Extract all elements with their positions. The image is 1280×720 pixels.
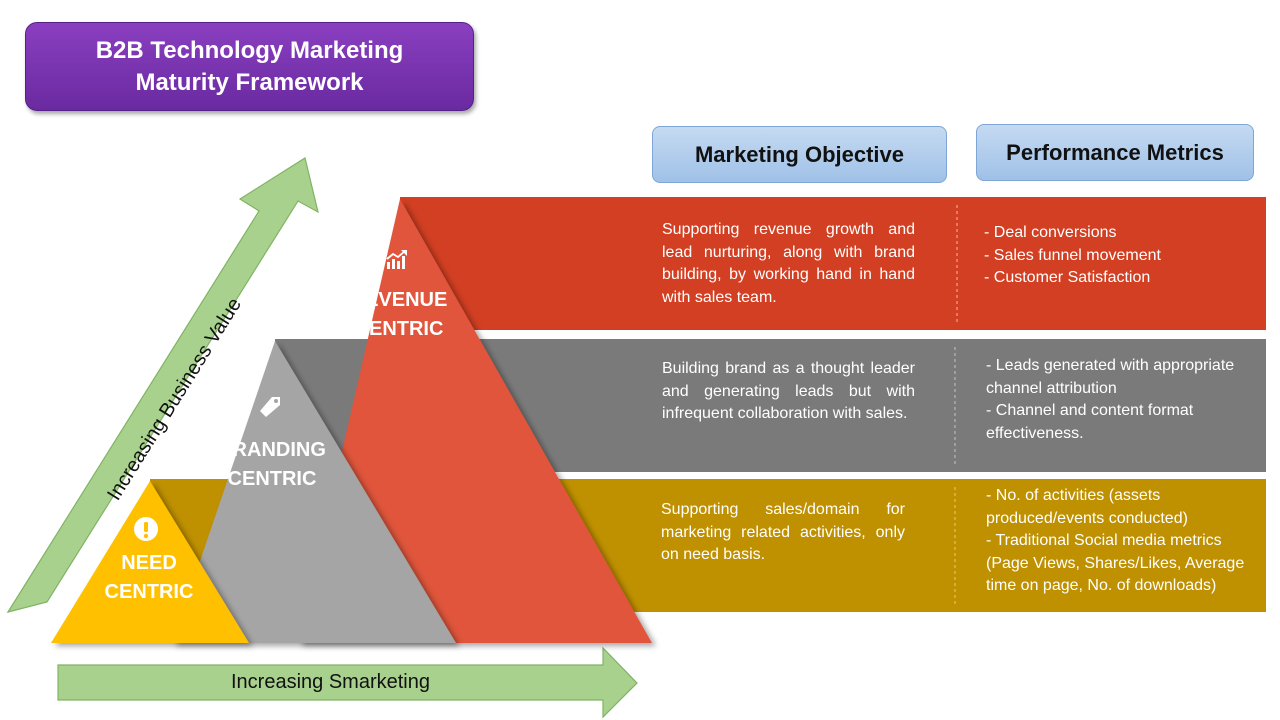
need-objective: Supporting sales/domain for marketing re… bbox=[661, 501, 905, 563]
need-centric-label: NEED CENTRIC bbox=[90, 549, 208, 607]
need-metrics: - No. of activities (assets produced/eve… bbox=[986, 485, 1258, 598]
branding-label-line-2: CENTRIC bbox=[227, 468, 317, 490]
revenue-label-line-1: REVENUE bbox=[350, 289, 448, 311]
revenue-centric-label: REVENUE CENTRIC bbox=[330, 286, 468, 344]
need-metric-1: - No. of activities (assets produced/eve… bbox=[986, 487, 1188, 527]
branding-objective: Building brand as a thought leader and g… bbox=[662, 360, 915, 422]
revenue-objective: Supporting revenue growth and lead nurtu… bbox=[662, 221, 915, 306]
branding-metrics: - Leads generated with appropriate chann… bbox=[986, 355, 1236, 445]
need-metric-2: - Traditional Social media metrics (Page… bbox=[986, 532, 1245, 594]
exclamation-icon bbox=[134, 517, 158, 541]
tag-icon bbox=[260, 397, 280, 417]
revenue-metric-2: - Sales funnel movement bbox=[984, 246, 1161, 264]
revenue-label-line-2: CENTRIC bbox=[354, 318, 444, 340]
revenue-metrics: - Deal conversions - Sales funnel moveme… bbox=[984, 222, 1254, 290]
need-label-line-1: NEED bbox=[121, 552, 177, 574]
marketing-objective-header: Marketing Objective bbox=[652, 126, 947, 183]
branding-centric-label: BRANDING CENTRIC bbox=[202, 436, 342, 494]
branding-metric-1: - Leads generated with appropriate chann… bbox=[986, 357, 1235, 397]
title-line-1: B2B Technology Marketing bbox=[95, 36, 404, 64]
branding-label-line-1: BRANDING bbox=[218, 439, 326, 461]
revenue-metric-3: - Customer Satisfaction bbox=[984, 269, 1151, 286]
business-value-arrow bbox=[6, 157, 319, 613]
performance-metrics-header: Performance Metrics bbox=[976, 124, 1254, 181]
need-label-line-2: CENTRIC bbox=[104, 581, 194, 603]
chart-growth-icon bbox=[386, 250, 407, 269]
title-line-2: Maturity Framework bbox=[135, 68, 364, 96]
branding-triangle bbox=[172, 341, 456, 643]
smarketing-arrow bbox=[57, 646, 638, 719]
revenue-band bbox=[400, 197, 1266, 330]
smarketing-label: Increasing Smarketing bbox=[231, 671, 430, 693]
framework-title: B2B Technology Marketing Maturity Framew… bbox=[25, 22, 474, 111]
branding-metric-2: - Channel and content format effectivene… bbox=[986, 402, 1194, 442]
revenue-metric-1: - Deal conversions bbox=[984, 224, 1117, 241]
need-triangle bbox=[51, 481, 249, 643]
